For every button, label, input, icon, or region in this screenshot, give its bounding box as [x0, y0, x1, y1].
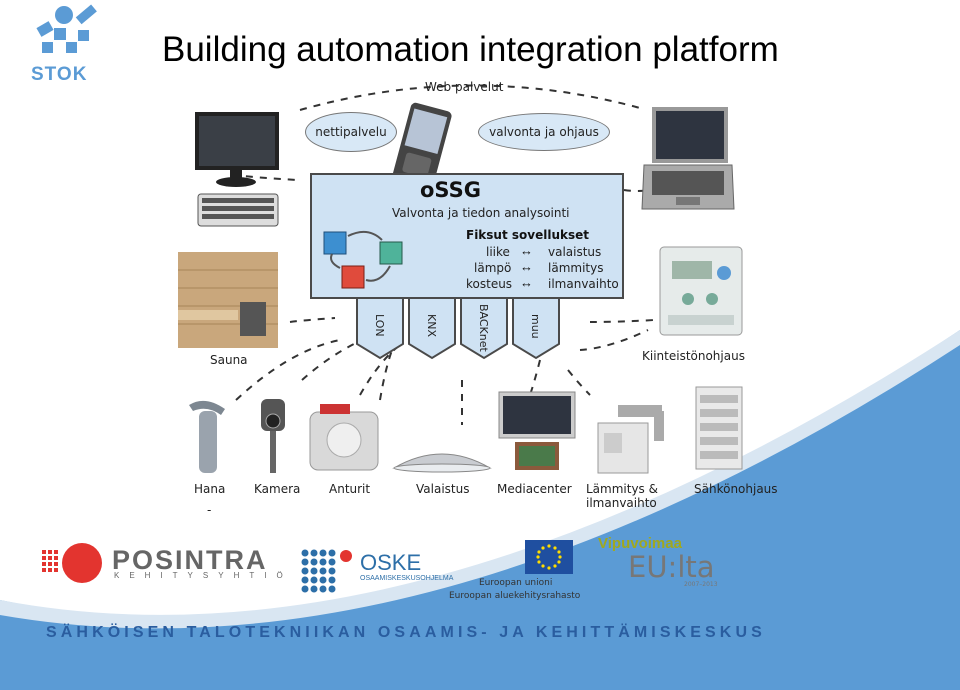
- label-lammitys-line1: Lämmitys &: [586, 482, 658, 496]
- building-control-panel-icon: [659, 246, 743, 336]
- ellipse-valvonta: valvonta ja ohjaus: [478, 113, 610, 151]
- smart-apps-title: Fiksut sovellukset: [466, 228, 590, 242]
- row-left-liike: liike: [486, 245, 510, 259]
- row-left-kosteus: kosteus: [466, 277, 513, 291]
- oske-sub: OSAAMISKESKUSOHJELMA: [360, 575, 454, 582]
- sensor-icon: [309, 404, 379, 471]
- posintra-name: POSINTRA: [112, 545, 268, 575]
- label-lammitys-line2: ilmanvaihto: [586, 496, 657, 510]
- vipuvoimaa-title: Vipuvoimaa: [598, 535, 682, 552]
- vipuvoimaa-years: 2007–2013: [684, 581, 718, 588]
- bottom-slogan: SÄHKÖISEN TALOTEKNIIKAN OSAAMIS- JA KEHI…: [46, 624, 766, 641]
- double-arrow-icon: ↔: [520, 243, 533, 258]
- oske-logo-icon: [301, 549, 352, 593]
- cubes-cycle-icon: [323, 230, 403, 289]
- eu-flag-icon: [525, 540, 573, 574]
- faucet-icon: [189, 400, 225, 473]
- slide-title: Building automation integration platform: [162, 30, 779, 69]
- posintra-logo-icon: [42, 543, 102, 583]
- eu-fund-label: Euroopan aluekehitysrahasto: [449, 591, 581, 601]
- oske-name: OSKE: [360, 550, 422, 575]
- ossg-subtitle: Valvonta ja tiedon analysointi: [392, 206, 570, 220]
- ellipse-nettipalvelu: nettipalvelu: [305, 112, 397, 152]
- laptop-icon: [641, 107, 735, 210]
- ossg-title: oSSG: [420, 178, 481, 202]
- label-kiinteistonohjaus: Kiinteistönohjaus: [642, 349, 745, 363]
- heating-ventilation-unit-icon: [597, 405, 664, 474]
- lamp-icon: [392, 453, 492, 473]
- protocol-tabs: [356, 298, 560, 360]
- ossg-platform-box: [310, 173, 624, 299]
- protocol-lon: LON: [373, 314, 386, 337]
- stok-logo: [30, 4, 102, 66]
- protocol-muu: muu: [529, 314, 542, 339]
- label-valaistus: Valaistus: [416, 482, 470, 496]
- camera-icon: [261, 399, 285, 473]
- protocol-knx: KNX: [425, 314, 438, 337]
- web-services-label: Web palvelut: [425, 80, 504, 94]
- smartphone-icon: [392, 102, 452, 189]
- double-arrow-icon: ↔: [520, 259, 533, 274]
- row-right-valaistus: valaistus: [548, 245, 602, 259]
- mediacenter-icon: [498, 391, 576, 470]
- vipuvoimaa-eu: EU:lta: [628, 550, 715, 584]
- label-kamera: Kamera: [254, 482, 301, 496]
- row-right-ilmanvaihto: ilmanvaihto: [548, 277, 619, 291]
- row-right-lammitys: lämmitys: [548, 261, 604, 275]
- stok-logo-text: STOK: [31, 64, 88, 85]
- label-anturit: Anturit: [329, 482, 371, 496]
- label-hana: Hana: [194, 482, 226, 496]
- posintra-sub: KEHITYSYHTIÖ: [114, 571, 293, 580]
- protocol-backnet: BACKnet: [477, 304, 490, 352]
- row-left-lampo: lämpö: [474, 261, 512, 275]
- label-sahkonohjaus: Sähkönohjaus: [694, 482, 778, 496]
- sauna-image: [178, 252, 278, 348]
- double-arrow-icon: ↔: [520, 275, 533, 290]
- label-mediacenter: Mediacenter: [497, 482, 572, 496]
- label-sauna: Sauna: [210, 353, 248, 367]
- desktop-computer-icon: [195, 112, 279, 227]
- electrical-panel-icon: [695, 386, 743, 470]
- eu-union-label: Euroopan unioni: [479, 578, 553, 588]
- dash-mark: -: [207, 503, 212, 517]
- stok-person-icon: [36, 4, 97, 53]
